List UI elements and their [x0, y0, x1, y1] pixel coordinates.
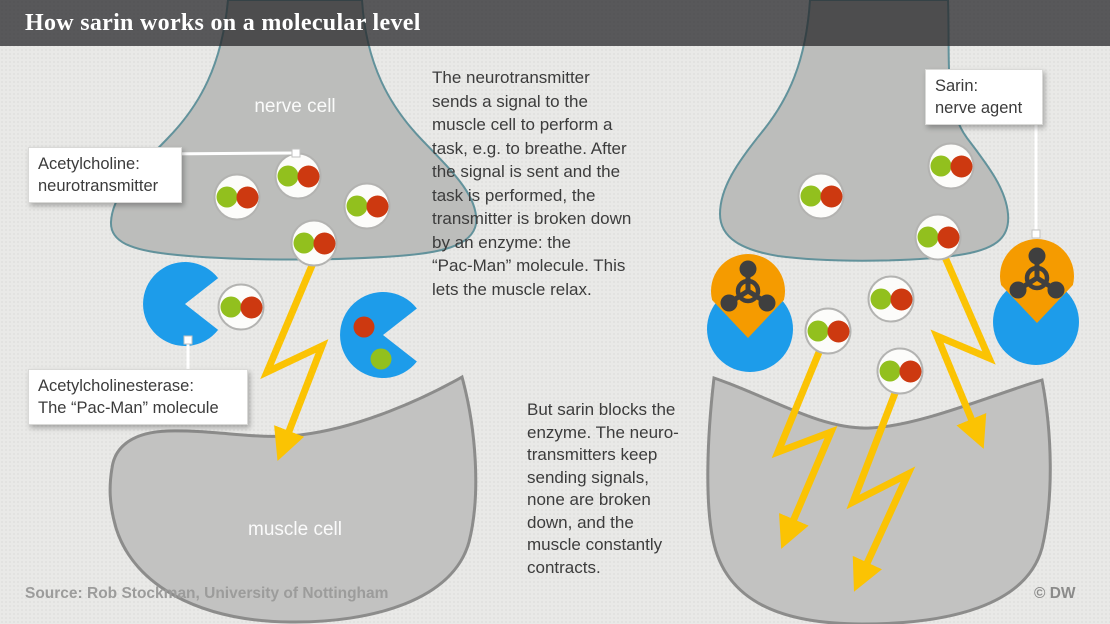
signal-arrow-right-2 — [846, 386, 916, 592]
sarin-effect-paragraph: But sarin blocks the enzyme. The neuro- … — [527, 400, 679, 577]
molecule-icon — [797, 172, 845, 220]
molecule-icon — [914, 213, 962, 261]
callout-anchors — [183, 148, 1041, 345]
molecule-icon — [876, 347, 924, 395]
sarin-molecule-icon — [711, 254, 786, 338]
sarin-blocked-enzyme-left — [707, 254, 793, 372]
sarin-callout: Sarin: nerve agent — [925, 69, 1043, 125]
molecule-icon — [867, 275, 915, 323]
signal-arrow-right-1 — [771, 343, 838, 549]
molecule-icon — [343, 182, 391, 230]
muscle-cell-right-shape — [706, 375, 1052, 624]
muscle-cell-left-shape — [108, 374, 478, 624]
pac-man-enzyme-eating-icon — [340, 292, 417, 378]
molecule-icon — [290, 219, 338, 267]
title-bar: How sarin works on a molecular level — [0, 0, 1110, 46]
source-credit: Source: Rob Stockman, University of Nott… — [25, 585, 389, 602]
nerve-cell-right-shape — [718, 0, 1010, 262]
dw-copyright: © DW — [1034, 585, 1076, 602]
acetylcholinesterase-callout: Acetylcholinesterase: The “Pac-Man” mole… — [28, 369, 248, 425]
acetylcholine-callout: Acetylcholine: neurotransmitter — [28, 147, 182, 203]
muscle-cell-label: muscle cell — [248, 519, 342, 540]
sarin-blocked-enzyme-right — [993, 239, 1079, 365]
nerve-cell-label: nerve cell — [254, 96, 336, 117]
normal-function-paragraph: The neurotransmitter sends a signal to t… — [432, 68, 632, 299]
sarin-molecule-icon — [1000, 239, 1074, 323]
molecule-icon — [804, 307, 852, 355]
molecule-icon — [274, 152, 322, 200]
molecule-icon — [927, 142, 975, 190]
callout-lines — [159, 118, 1038, 374]
signal-arrow-right-3 — [930, 246, 996, 449]
molecule-icon — [217, 283, 265, 331]
signal-arrow-left — [260, 254, 329, 462]
molecule-icon — [213, 173, 261, 221]
page-title: How sarin works on a molecular level — [25, 9, 421, 36]
signal-arrows — [260, 246, 996, 592]
pac-man-enzyme-icon — [143, 262, 219, 347]
